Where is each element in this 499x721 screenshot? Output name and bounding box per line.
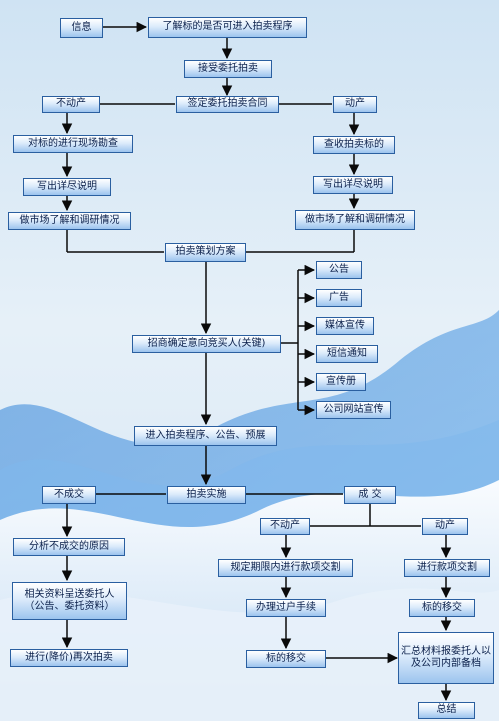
sms-node: 短信通知	[316, 345, 378, 363]
website-node: 公司网站宣传	[316, 401, 391, 419]
market-right-node: 做市场了解和调研情况	[295, 210, 415, 230]
handover-right-node: 标的移交	[409, 599, 475, 617]
transfer-title-node: 办理过户手续	[246, 599, 326, 617]
survey-node: 对标的进行现场勘查	[13, 135, 133, 153]
movable-top-node: 动产	[333, 96, 377, 113]
send-materials-node: 相关资料呈送委托人（公告、委托资料）	[12, 582, 127, 620]
deadline-payment-node: 规定期限内进行款项交割	[218, 559, 353, 577]
reauction-node: 进行(降价)再次拍卖	[10, 649, 128, 667]
report-right-node: 写出详尽说明	[313, 176, 393, 194]
contract-node: 签定委托拍卖合同	[176, 96, 279, 113]
execute-node: 拍卖实施	[167, 486, 246, 504]
market-left-node: 做市场了解和调研情况	[8, 212, 131, 230]
bidder-node: 招商确定意向竞买人(关键)	[132, 335, 281, 353]
handover-left-node: 标的移交	[246, 650, 326, 668]
program-node: 进入拍卖程序、公告、预展	[134, 426, 277, 446]
deal-node: 成 交	[344, 486, 396, 504]
real-estate-bottom-node: 不动产	[260, 518, 310, 535]
media-node: 媒体宣传	[316, 317, 374, 335]
brochure-node: 宣传册	[316, 373, 366, 391]
accept-node: 接受委托拍卖	[184, 60, 272, 78]
announce-node: 公告	[316, 261, 362, 279]
no-deal-node: 不成交	[42, 486, 96, 504]
receive-node: 查收拍卖标的	[313, 136, 395, 154]
real-estate-top-node: 不动产	[42, 96, 100, 113]
assess-node: 了解标的是否可进入拍卖程序	[148, 17, 307, 38]
report-left-node: 写出详尽说明	[23, 178, 111, 196]
info-node: 信息	[60, 18, 103, 38]
analyze-node: 分析不成交的原因	[13, 538, 125, 556]
movable-bottom-node: 动产	[422, 518, 468, 535]
summary-node: 总结	[418, 702, 475, 719]
advert-node: 广告	[316, 289, 362, 307]
archive-node: 汇总材料报委托人以及公司内部备档	[398, 632, 494, 684]
plan-node: 拍卖策划方案	[165, 243, 246, 262]
payment-node: 进行款项交割	[404, 559, 490, 577]
